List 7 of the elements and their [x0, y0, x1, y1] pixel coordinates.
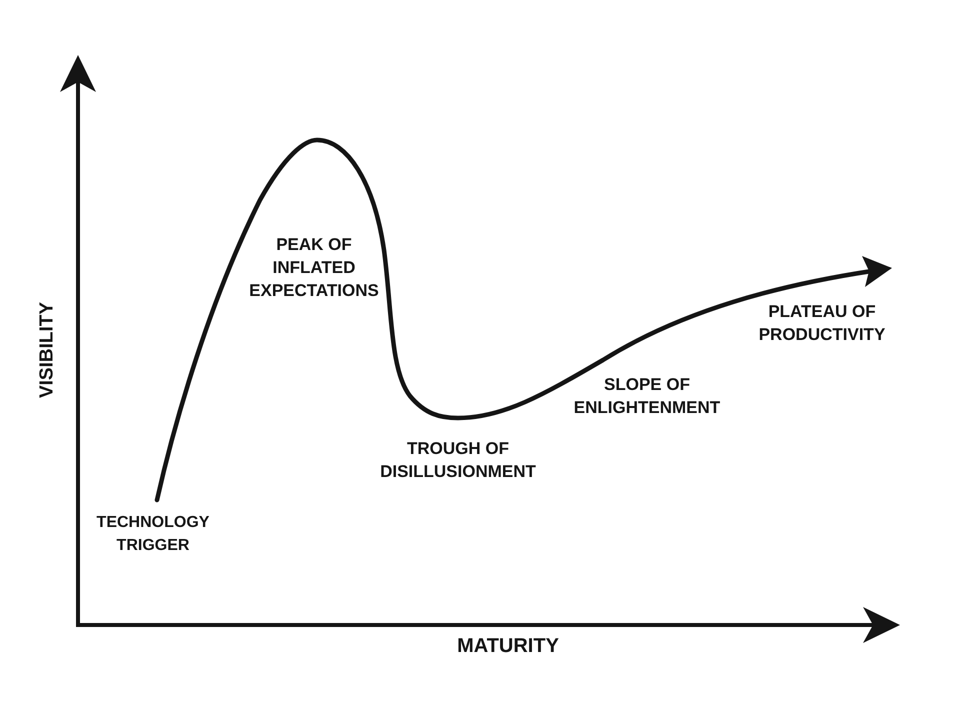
phase-label: TECHNOLOGY TRIGGER	[96, 513, 210, 556]
phase-label: TROUGH OF DISILLUSIONMENT	[379, 438, 537, 483]
phase-label: PLATEAU OF PRODUCTIVITY	[758, 301, 886, 346]
axis-label: VISIBILITY	[36, 302, 58, 398]
axis-label: MATURITY	[456, 635, 560, 658]
phase-label: PEAK OF INFLATED EXPECTATIONS	[248, 234, 380, 302]
phase-label: SLOPE OF ENLIGHTENMENT	[572, 374, 722, 419]
